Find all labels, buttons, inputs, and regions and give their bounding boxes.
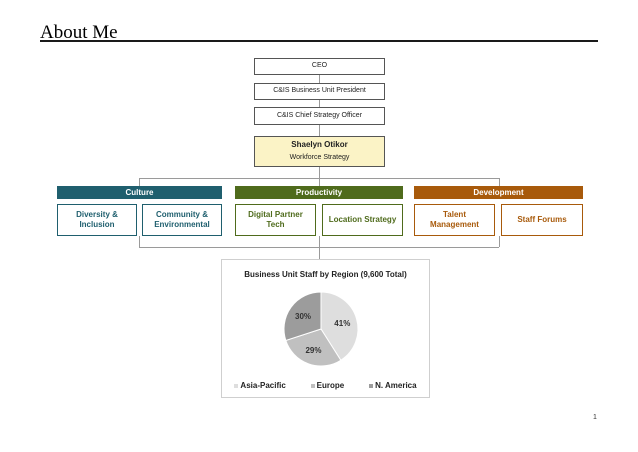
ceo-label: CEO bbox=[311, 62, 328, 70]
legend-item-n-america: N. America bbox=[369, 381, 417, 390]
digital-partner-tech-box: Digital Partner Tech bbox=[235, 204, 316, 236]
president-label: C&IS Business Unit President bbox=[273, 87, 366, 95]
pie-chart: 41% 29% 30% bbox=[283, 291, 359, 367]
title-divider bbox=[40, 40, 598, 42]
pie-slice-n-america bbox=[283, 291, 322, 342]
diversity-inclusion-box: Diversity & Inclusion bbox=[57, 204, 137, 236]
legend-item-asia-pacific: Asia-Pacific bbox=[234, 381, 286, 390]
chart-title: Business Unit Staff by Region (9,600 Tot… bbox=[244, 270, 407, 279]
digital-partner-tech-label: Digital Partner Tech bbox=[248, 210, 303, 229]
connector-culture bbox=[139, 178, 140, 186]
pie-label-asia-pacific: 41% bbox=[334, 319, 350, 328]
community-environmental-label: Community & Environmental bbox=[154, 210, 210, 229]
legend-swatch-n-america bbox=[369, 383, 374, 388]
community-environmental-box: Community & Environmental bbox=[142, 204, 222, 236]
staff-forums-label: Staff Forums bbox=[517, 215, 567, 224]
connector-president-cso bbox=[319, 100, 320, 107]
connector-development-bottom bbox=[499, 236, 500, 247]
legend-label-asia-pacific: Asia-Pacific bbox=[240, 381, 286, 390]
legend-label-n-america: N. America bbox=[375, 381, 417, 390]
legend-swatch-asia-pacific bbox=[234, 383, 239, 388]
page-title: About Me bbox=[40, 22, 118, 43]
connector-focus-trunk bbox=[319, 167, 320, 178]
ceo-box: CEO bbox=[254, 58, 385, 75]
chart-legend: Asia-Pacific Europe N. America bbox=[222, 381, 429, 390]
talent-management-label: Talent Management bbox=[430, 210, 479, 229]
connector-productivity bbox=[319, 178, 320, 186]
culture-band-label: Culture bbox=[125, 188, 154, 197]
connector-culture-bottom bbox=[139, 236, 140, 247]
pie-slice-europe bbox=[285, 328, 342, 367]
legend-label-europe: Europe bbox=[316, 381, 345, 390]
strategy-officer-box: C&IS Chief Strategy Officer bbox=[254, 107, 385, 125]
development-band-label: Development bbox=[473, 188, 524, 197]
connector-ceo-president bbox=[319, 75, 320, 83]
focus-name: Shaelyn Otikor bbox=[291, 140, 348, 150]
chart-panel: Business Unit Staff by Region (9,600 Tot… bbox=[221, 259, 430, 398]
productivity-band-label: Productivity bbox=[295, 188, 343, 197]
productivity-band: Productivity bbox=[235, 186, 403, 199]
page-number: 1 bbox=[593, 414, 597, 421]
staff-forums-box: Staff Forums bbox=[501, 204, 583, 236]
talent-management-box: Talent Management bbox=[414, 204, 495, 236]
location-strategy-box: Location Strategy bbox=[322, 204, 403, 236]
focus-box: Shaelyn Otikor Workforce Strategy bbox=[254, 136, 385, 167]
development-band: Development bbox=[414, 186, 583, 199]
strategy-officer-label: C&IS Chief Strategy Officer bbox=[276, 111, 363, 119]
connector-bottom-horizontal bbox=[139, 247, 499, 248]
focus-role: Workforce Strategy bbox=[289, 154, 350, 162]
pie-label-n-america: 30% bbox=[295, 312, 311, 321]
connector-cso-focus bbox=[319, 125, 320, 136]
president-box: C&IS Business Unit President bbox=[254, 83, 385, 100]
legend-item-europe: Europe bbox=[310, 381, 345, 390]
diversity-inclusion-label: Diversity & Inclusion bbox=[76, 210, 118, 229]
connector-development bbox=[499, 178, 500, 186]
location-strategy-label: Location Strategy bbox=[328, 215, 397, 224]
pie-label-europe: 29% bbox=[305, 346, 321, 355]
culture-band: Culture bbox=[57, 186, 222, 199]
legend-swatch-europe bbox=[310, 383, 315, 388]
